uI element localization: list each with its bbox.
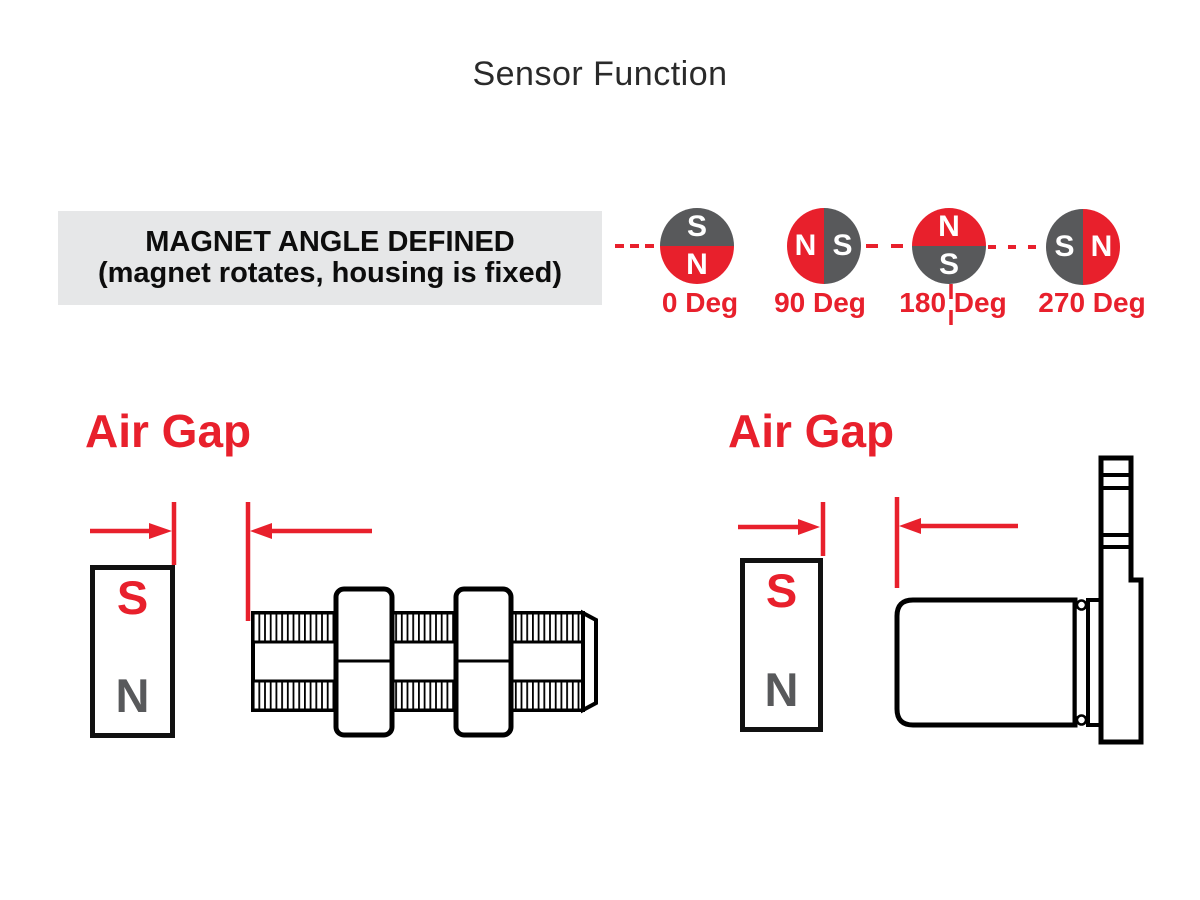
magnet-angle-panel: MAGNET ANGLE DEFINED (magnet rotates, ho… — [58, 211, 602, 305]
arrowhead-right — [798, 519, 820, 535]
north-pole-label: N — [115, 669, 150, 722]
angle-label-180deg: 180 Deg — [899, 287, 1007, 318]
arrowhead-right — [149, 523, 172, 539]
thread-band-top — [251, 611, 585, 644]
bar-magnet-left: S N — [90, 565, 175, 738]
relief-notch-bottom — [1075, 714, 1088, 726]
flange-mount-sensor — [894, 455, 1144, 745]
angle-label-0deg: 0 Deg — [661, 287, 739, 318]
air-gap-heading-right: Air Gap — [728, 405, 895, 457]
bar-magnet-right: S N — [740, 558, 823, 732]
pole-letter: N — [794, 229, 817, 262]
pole-letter: N — [938, 210, 960, 243]
angle-label-270deg: 270 Deg — [1038, 287, 1146, 318]
pole-letter: S — [832, 229, 853, 262]
arrowhead-left — [899, 518, 921, 534]
pole-letter: S — [686, 210, 707, 243]
rotation-axis-dashed-line — [615, 244, 1042, 326]
panel-subheading: (magnet rotates, housing is fixed) — [97, 257, 563, 289]
pole-letter: S — [938, 248, 959, 281]
barrel-end-cap — [581, 609, 598, 714]
pole-letter: N — [686, 248, 708, 281]
panel-heading: MAGNET ANGLE DEFINED — [145, 226, 515, 258]
pole-letter: N — [1090, 230, 1113, 263]
sensor-body — [894, 597, 1078, 728]
air-gap-heading-left: Air Gap — [85, 405, 252, 457]
air-gap-dimension-left — [90, 502, 372, 621]
thread-band-bottom — [251, 679, 585, 712]
angle-label-90deg: 90 Deg — [774, 287, 866, 318]
relief-notch-top — [1075, 599, 1088, 611]
south-pole-label: S — [765, 564, 798, 617]
north-pole-label: N — [764, 663, 799, 716]
arrowhead-left — [250, 523, 272, 539]
air-gap-dimension-right — [738, 497, 1018, 588]
mounting-bracket — [1098, 455, 1144, 745]
magnet-rotation-180deg: N S — [912, 208, 986, 284]
threaded-barrel-sensor — [251, 586, 598, 738]
page-title: Sensor Function — [472, 55, 728, 93]
pole-letter: S — [1054, 230, 1075, 263]
south-pole-label: S — [116, 571, 149, 624]
